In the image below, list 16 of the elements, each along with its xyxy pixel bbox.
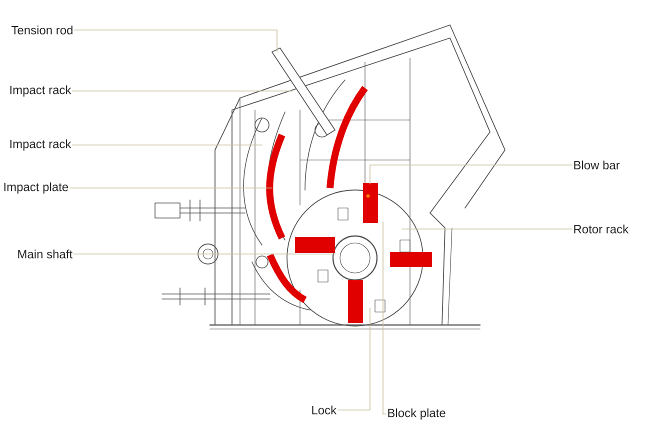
part-label: Impact rack xyxy=(10,85,72,97)
leader-line xyxy=(370,164,572,184)
part-label: Lock xyxy=(312,406,337,414)
leader-line xyxy=(72,90,292,92)
part-label: Impact plate xyxy=(4,182,68,194)
leader-line xyxy=(402,228,572,230)
part-label: Main shaft xyxy=(18,250,72,258)
part-label: Impact rack xyxy=(10,139,72,151)
leader-line xyxy=(382,222,386,414)
leader-line xyxy=(337,308,370,410)
part-label: Tension rod xyxy=(11,26,72,34)
part-label: Blow bar xyxy=(574,160,620,170)
part-label: Block plate xyxy=(388,408,446,420)
leader-line xyxy=(72,144,262,146)
leader-line xyxy=(74,30,278,52)
part-label: Rotor rack xyxy=(574,224,629,234)
